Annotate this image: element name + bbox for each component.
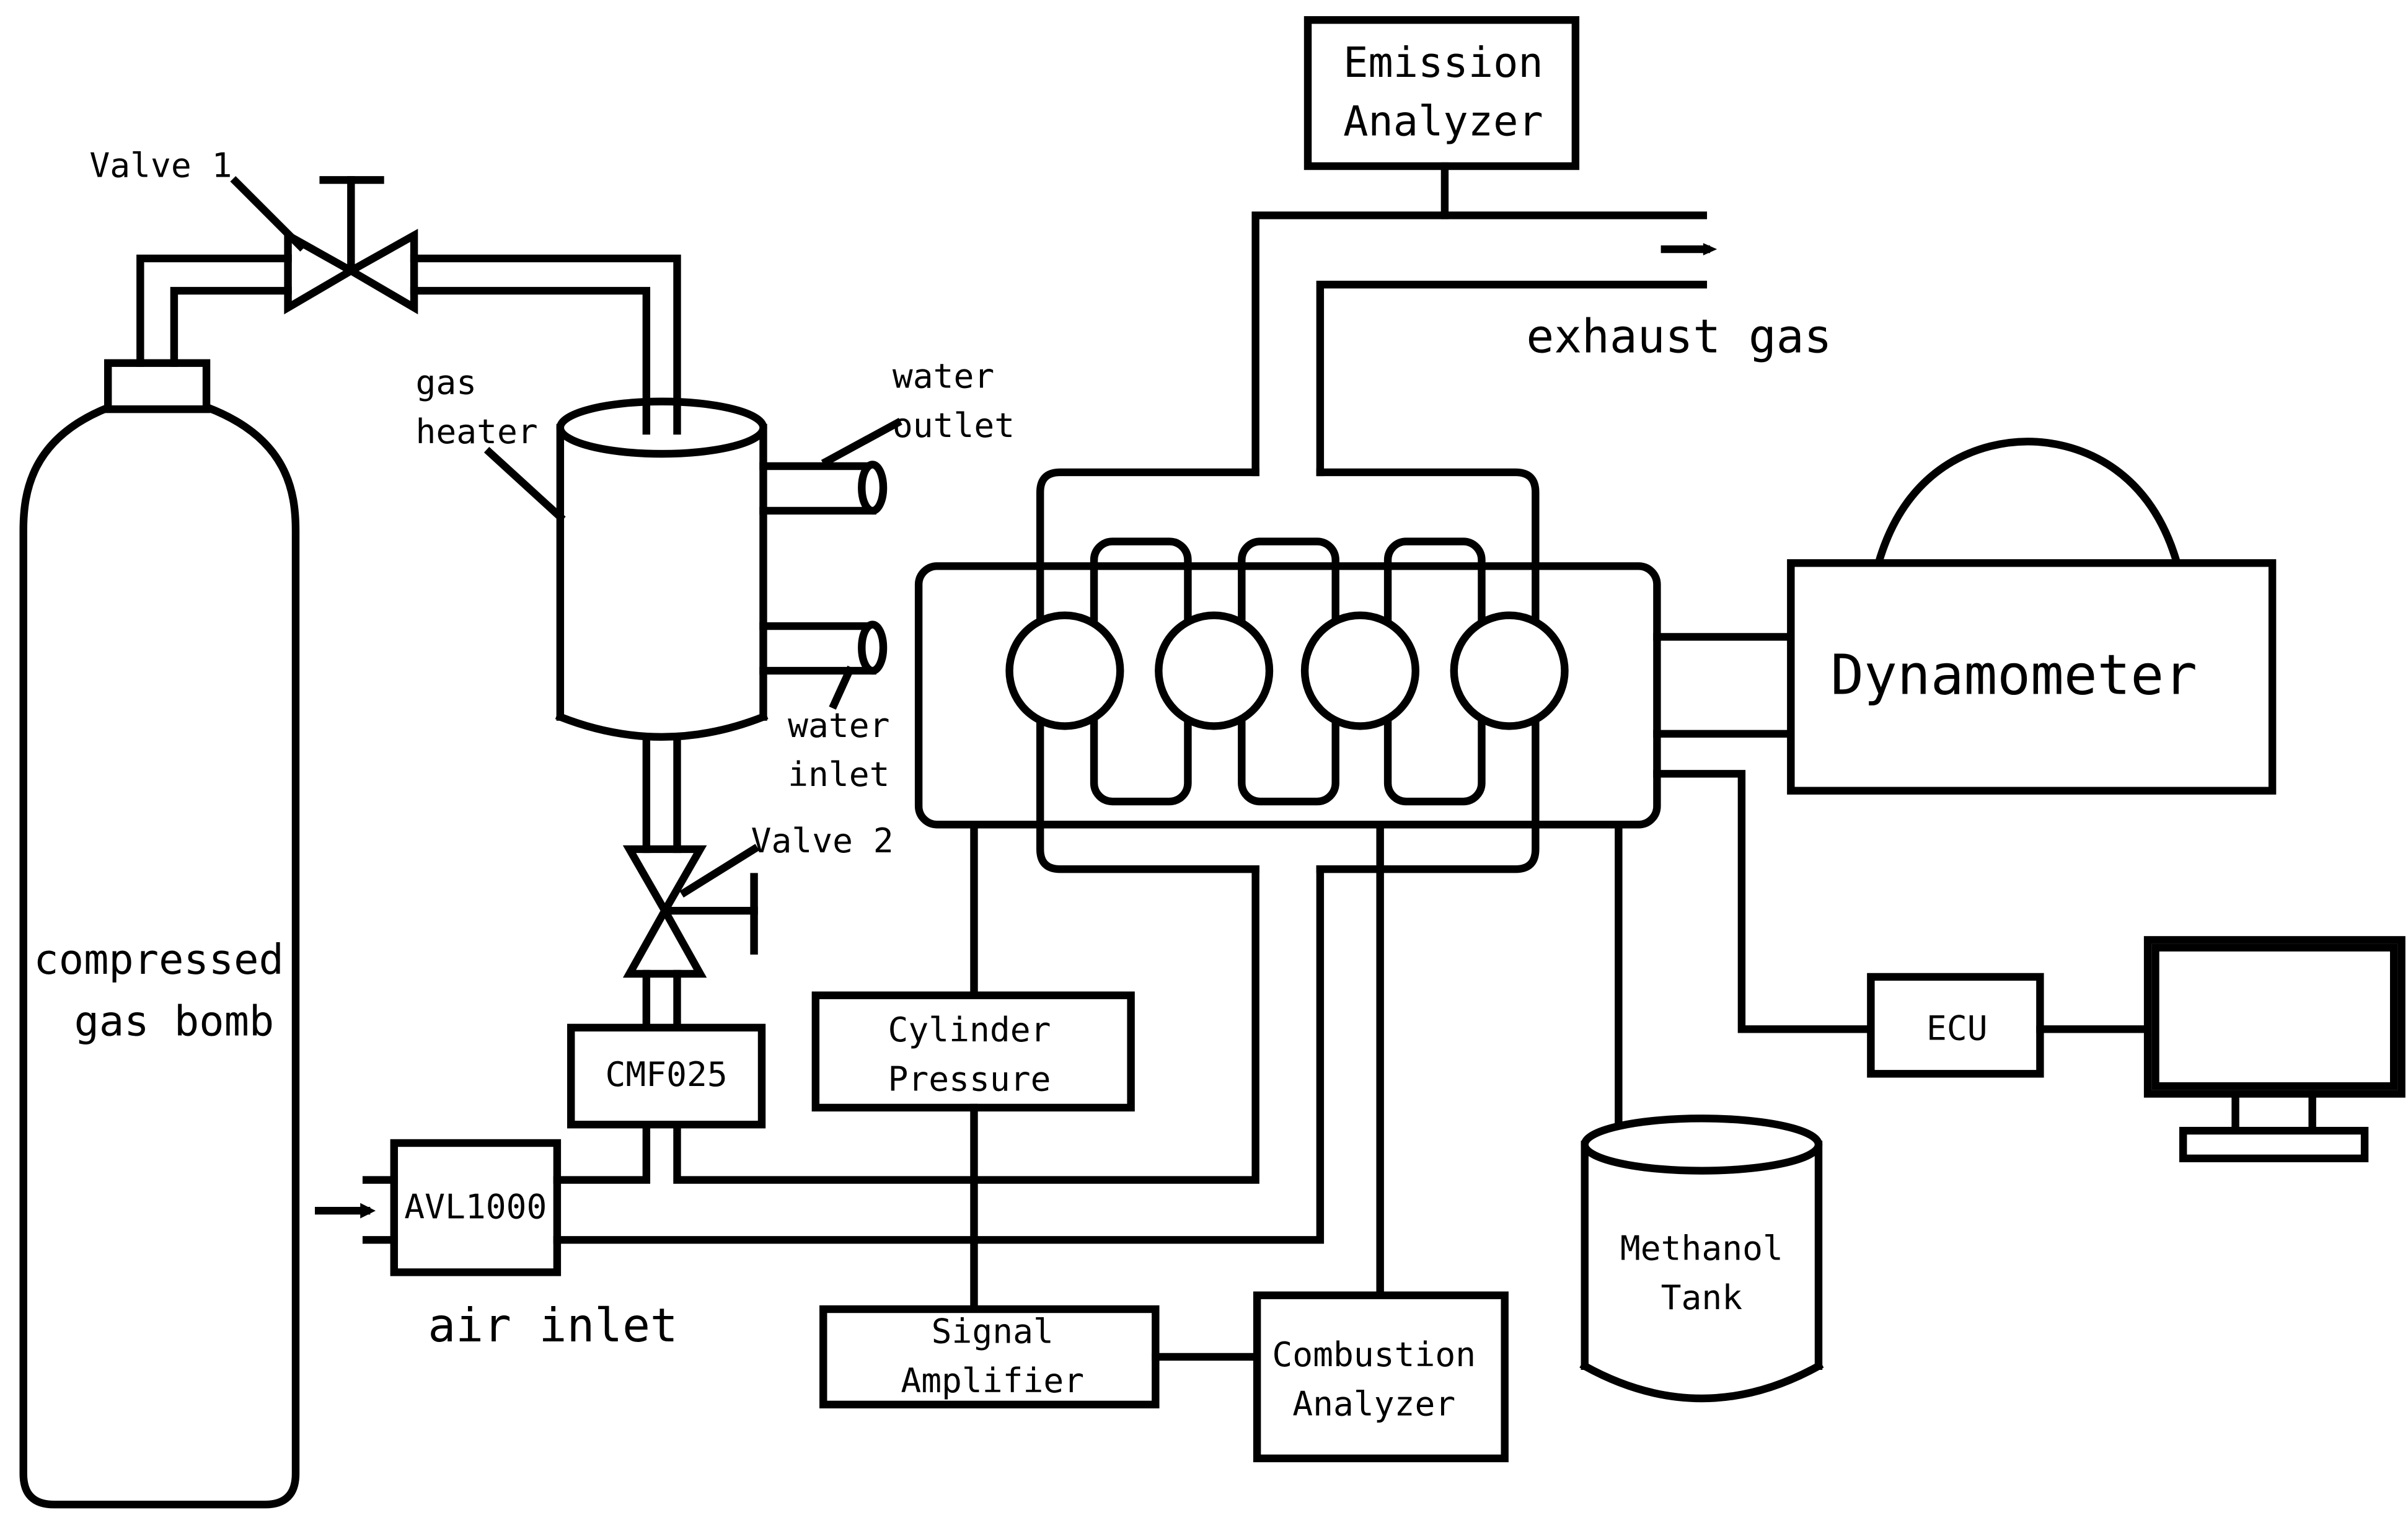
gas-heater: gas heater bbox=[416, 362, 769, 741]
combustion-analyzer-label-line2: Analyzer bbox=[1292, 1384, 1455, 1423]
cylinder-3 bbox=[1300, 611, 1419, 730]
cmf025-box: CMF025 bbox=[567, 1023, 766, 1129]
cylinder-pressure-label-line2: Pressure bbox=[888, 1059, 1051, 1099]
exhaust-pipe: exhaust gas bbox=[1251, 211, 1832, 477]
valve-1-label: Valve 1 bbox=[89, 145, 232, 185]
valve-1-leader bbox=[230, 176, 306, 252]
water-inlet-label-line1: water bbox=[788, 705, 889, 745]
exhaust-gas-label: exhaust gas bbox=[1526, 309, 1832, 363]
bomb-to-valve-pipe bbox=[136, 254, 292, 367]
ecu-label: ECU bbox=[1926, 1009, 1988, 1048]
signal-amplifier-box: Signal Amplifier bbox=[819, 1305, 1261, 1409]
cylinder-4 bbox=[1450, 611, 1569, 730]
valve2-to-cmf-pipe bbox=[642, 969, 681, 1032]
methanol-tank-label-line2: Tank bbox=[1661, 1278, 1743, 1317]
emission-analyzer-label-line1: Emission bbox=[1343, 38, 1543, 87]
gas-heater-leader bbox=[483, 446, 566, 523]
valve-1-right-triangle bbox=[343, 229, 418, 315]
water-inlet-pipe: water inlet bbox=[759, 620, 890, 794]
valve-2-top-triangle bbox=[622, 845, 707, 919]
combustion-analyzer-box: Combustion Analyzer bbox=[1253, 821, 1509, 1462]
gas-bomb-body bbox=[19, 404, 300, 1509]
computer-monitor-icon bbox=[2143, 936, 2406, 1163]
valve-1: Valve 1 bbox=[89, 145, 418, 315]
exhaust-manifold bbox=[1036, 468, 1540, 675]
combustion-analyzer-label-line1: Combustion bbox=[1272, 1335, 1476, 1374]
gas-bomb-cap bbox=[104, 359, 211, 413]
compressed-gas-bomb: compressed gas bomb bbox=[19, 359, 300, 1509]
gas-bomb-label-line2: gas bomb bbox=[74, 997, 275, 1045]
dynamometer-label: Dynamometer bbox=[1830, 643, 2197, 707]
gas-heater-label-line2: heater bbox=[416, 412, 538, 451]
valve-2: Valve 2 bbox=[622, 821, 894, 978]
cylinder-2 bbox=[1155, 611, 1274, 730]
methanol-tank: Methanol Tank bbox=[1579, 821, 1824, 1403]
signal-amplifier-label-line2: Amplifier bbox=[901, 1361, 1084, 1400]
exhaust-arrow-head bbox=[1703, 243, 1718, 255]
valve-2-bottom-triangle bbox=[622, 903, 707, 978]
valve-2-leader bbox=[679, 844, 760, 898]
cmf025-label: CMF025 bbox=[605, 1054, 727, 1094]
gas-heater-top bbox=[556, 397, 767, 458]
engine bbox=[914, 468, 1661, 873]
heater-to-valve2-pipe bbox=[642, 735, 681, 854]
avl1000-label: AVL1000 bbox=[404, 1187, 547, 1227]
water-outlet-leader bbox=[821, 418, 902, 467]
gas-heater-label-line1: gas bbox=[416, 362, 477, 402]
methanol-tank-label-line1: Methanol bbox=[1620, 1229, 1783, 1268]
dynamometer-dome bbox=[1874, 438, 2182, 568]
cylinder-1 bbox=[1005, 611, 1124, 730]
water-outlet-label-line2: outlet bbox=[893, 405, 1015, 445]
gas-heater-bottom bbox=[555, 712, 769, 741]
dynamometer: Dynamometer bbox=[1653, 438, 2277, 795]
gas-bomb-label-line1: compressed bbox=[33, 935, 283, 984]
avl1000-box: AVL1000 air inlet bbox=[315, 1139, 678, 1353]
ecu: ECU bbox=[1653, 770, 2152, 1078]
intake-manifold bbox=[1036, 666, 1540, 873]
water-inlet-leader bbox=[829, 665, 855, 710]
emission-analyzer: Emission Analyzer bbox=[1303, 16, 1580, 219]
cylinder-pressure-box: Cylinder Pressure bbox=[811, 821, 1135, 1313]
cylinder-pressure-label-line1: Cylinder bbox=[888, 1010, 1051, 1049]
air-inlet-arrow-head bbox=[360, 1203, 376, 1219]
valve-1-left-triangle bbox=[284, 229, 359, 315]
signal-amplifier-label-line1: Signal bbox=[932, 1312, 1054, 1351]
water-inlet-label-line2: inlet bbox=[788, 754, 889, 794]
water-outlet-label-line1: water bbox=[893, 356, 994, 395]
emission-analyzer-label-line2: Analyzer bbox=[1343, 97, 1543, 145]
fuel-and-air-lines bbox=[553, 865, 1325, 1244]
valve-to-heater-pipe bbox=[410, 254, 681, 415]
air-inlet-label: air inlet bbox=[428, 1299, 677, 1353]
water-outlet-pipe: water outlet bbox=[759, 356, 1015, 515]
valve-2-label: Valve 2 bbox=[751, 821, 894, 860]
